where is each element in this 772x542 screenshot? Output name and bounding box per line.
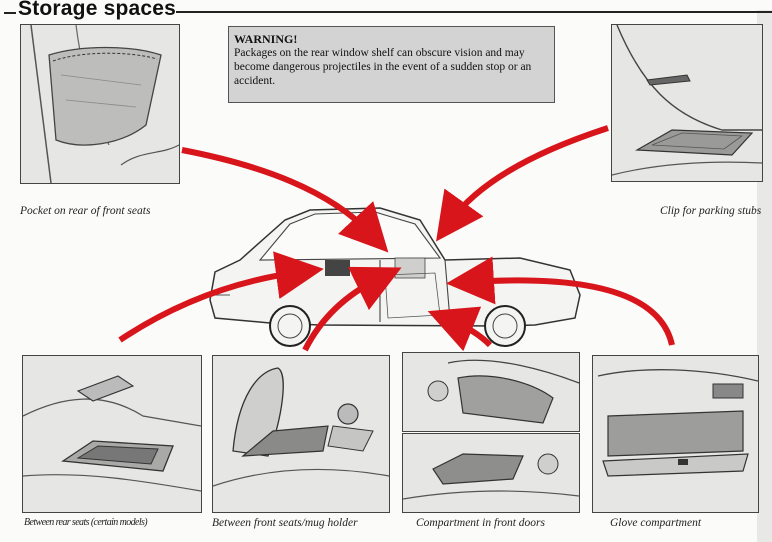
rear-pocket-illustration <box>20 24 180 184</box>
front-seats-illustration <box>212 355 390 513</box>
warning-box: WARNING! Packages on the rear window she… <box>228 26 555 103</box>
arrow-glove <box>446 256 675 346</box>
warning-text: Packages on the rear window shelf can ob… <box>234 47 532 87</box>
arrow-rear-seats <box>118 251 324 343</box>
arrow-rear-pocket <box>181 147 389 253</box>
front-door-pocket-illustration <box>402 352 580 432</box>
rear-seats-illustration <box>22 355 202 513</box>
parking-clip-illustration <box>611 24 763 182</box>
caption-glove: Glove compartment <box>610 517 702 529</box>
caption-rear-pocket: Pocket on rear of front seats <box>20 205 151 217</box>
caption-parking-clip: Clip for parking stubs <box>660 205 762 217</box>
header-rule-left <box>4 12 16 14</box>
warning-title: WARNING! <box>234 32 298 46</box>
page-title: Storage spaces <box>18 0 177 20</box>
caption-front-seats: Between front seats/mug holder <box>212 517 358 529</box>
header-rule-right <box>176 11 772 13</box>
glove-compartment-illustration <box>592 355 759 513</box>
caption-front-doors: Compartment in front doors <box>416 517 545 529</box>
caption-rear-seats: Between rear seats (certain models) <box>24 517 148 528</box>
front-door-compartment-illustration <box>402 433 580 513</box>
arrow-front-doors <box>427 306 493 352</box>
arrow-front-seats <box>302 266 402 352</box>
arrow-parking-clip <box>436 125 609 242</box>
